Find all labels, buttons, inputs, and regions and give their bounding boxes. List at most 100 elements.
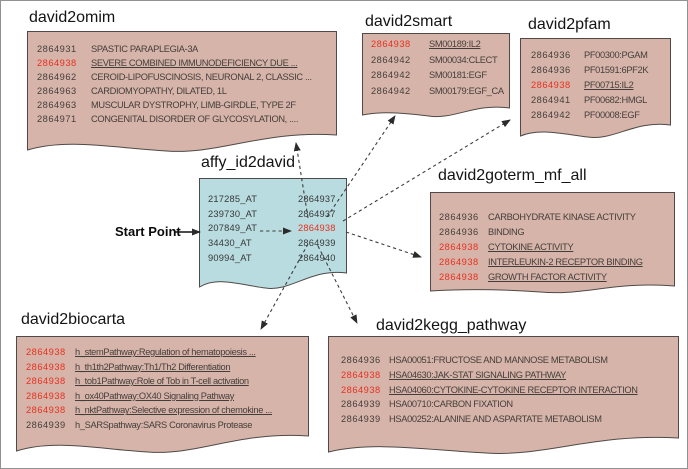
row-value: HSA04060:CYTOKINE-CYTOKINE RECEPTOR INTE… [389, 384, 638, 395]
row-id: 2864963 [37, 100, 77, 111]
row-value: HSA00051:FRUCTOSE AND MANNOSE METABOLISM [389, 355, 608, 365]
row-id: 2864971 [37, 114, 77, 125]
row-id: 2864938 [26, 390, 66, 401]
row-id: 2864936 [341, 355, 381, 365]
start-point-label: Start Point [115, 224, 181, 239]
table-row: 2864938 HSA04630:JAK-STAT SIGNALING PATHW… [341, 368, 679, 383]
table-row: 2864938 h_ox40Pathway:OX40 Signaling Path… [26, 389, 309, 404]
row-id: 2864938 [341, 369, 381, 380]
row-id: 2864942 [371, 54, 411, 65]
row-id: 2864936 [531, 50, 571, 60]
row-value: HSA04630:JAK-STAT SIGNALING PATHWAY [389, 369, 567, 380]
row-id: 2864938 [439, 272, 479, 282]
row-value: h_stemPathway:Regulation of hematopoiesi… [75, 347, 256, 357]
row-value: h_tob1Pathway:Role of Tob in T-cell acti… [75, 376, 249, 387]
biocarta-rows: 2864938 h_stemPathway:Regulation of hemat… [16, 336, 309, 433]
row-id: 2864942 [371, 85, 411, 96]
kegg-rows: 2864936 HSA00051:FRUCTOSE AND MANNOSE MET… [328, 336, 679, 427]
affy-id-cell: 34430_AT [208, 238, 252, 249]
row-value: SM00189:IL2 [429, 39, 481, 49]
table-title-affy-id2david: affy_id2david [201, 154, 295, 171]
row-value: BINDING [488, 227, 525, 237]
table-row: 2864938 h_nktPathway:Selective expression… [26, 403, 309, 418]
table-title-omim: david2omim [29, 9, 116, 26]
row-value: HSA00252:ALANINE AND ASPARTATE METABOLIS… [389, 414, 602, 425]
row-id: 2864942 [371, 70, 411, 80]
row-value: GROWTH FACTOR ACTIVITY [488, 272, 607, 282]
row-id: 2864938 [26, 361, 66, 372]
row-value: h_th1th2Pathway:Th1/Th2 Differentiation [75, 361, 231, 372]
row-value: SPASTIC PARAPLEGIA-3A [91, 44, 199, 54]
row-id: 2864936 [531, 65, 571, 75]
row-value: HSA00710:CARBON FIXATION [389, 399, 513, 410]
row-id: 2864938 [37, 58, 77, 69]
row-id: 2864939 [26, 419, 66, 430]
row-id: 2864931 [37, 44, 77, 54]
document-shape [520, 38, 671, 138]
document-shape [362, 33, 510, 118]
table-row: 2864938 h_th1th2Pathway:Th1/Th2 Different… [26, 360, 309, 375]
table-row: 2864942 SM00034:CLECT [371, 53, 510, 69]
row-value: INTERLEUKIN-2 RECEPTOR BINDING [488, 257, 643, 267]
table-row: 2864938 h_tob1Pathway:Role of Tob in T-ce… [26, 374, 309, 389]
document-shape [328, 336, 679, 454]
row-id: 2864936 [439, 212, 479, 222]
row-id: 2864938 [371, 39, 411, 49]
row-value: h_ox40Pathway:OX40 Signaling Pathway [75, 390, 234, 401]
david-id-cell: 2864940 [298, 252, 336, 263]
row-id: 2864936 [439, 227, 479, 237]
row-id: 2864962 [37, 72, 77, 83]
table-row: 2864938 SM00189:IL2 [371, 37, 510, 53]
row-value: SM00034:CLECT [429, 54, 498, 65]
table-title-smart: david2smart [365, 13, 453, 30]
row-id: 2864938 [439, 257, 479, 267]
document-shape [16, 336, 309, 453]
row-value: h_nktPathway:Selective expression of che… [75, 405, 272, 416]
row-value: PF00682:HMGL [584, 95, 647, 105]
table-title-kegg-pathway: david2kegg_pathway [376, 317, 527, 334]
arrow-to-goterm [345, 231, 422, 258]
row-value: PF00715:IL2 [584, 80, 634, 90]
affy-id-cell: 239730_AT [208, 208, 258, 219]
row-id: 2864938 [26, 405, 66, 416]
table-title-biocarta: david2biocarta [21, 311, 126, 328]
row-id: 2864938 [26, 376, 66, 387]
table-title-goterm-mf-all: david2goterm_mf_all [438, 167, 587, 184]
row-value: SM00179:EGF_CA [429, 85, 504, 96]
david-id-cell: 2864937 [298, 194, 336, 204]
row-id: 2864939 [341, 414, 381, 425]
row-id: 2864942 [531, 110, 571, 120]
document-shape [27, 31, 337, 152]
row-value: CARDIOMYOPATHY, DILATED, 1L [91, 86, 227, 97]
affy-id-cell: 217285_AT [208, 194, 258, 204]
table-row: 2864936 BINDING [439, 225, 675, 240]
david-id-cell: 2864939 [298, 238, 336, 249]
david-id-cell: 2864938 [298, 223, 336, 234]
